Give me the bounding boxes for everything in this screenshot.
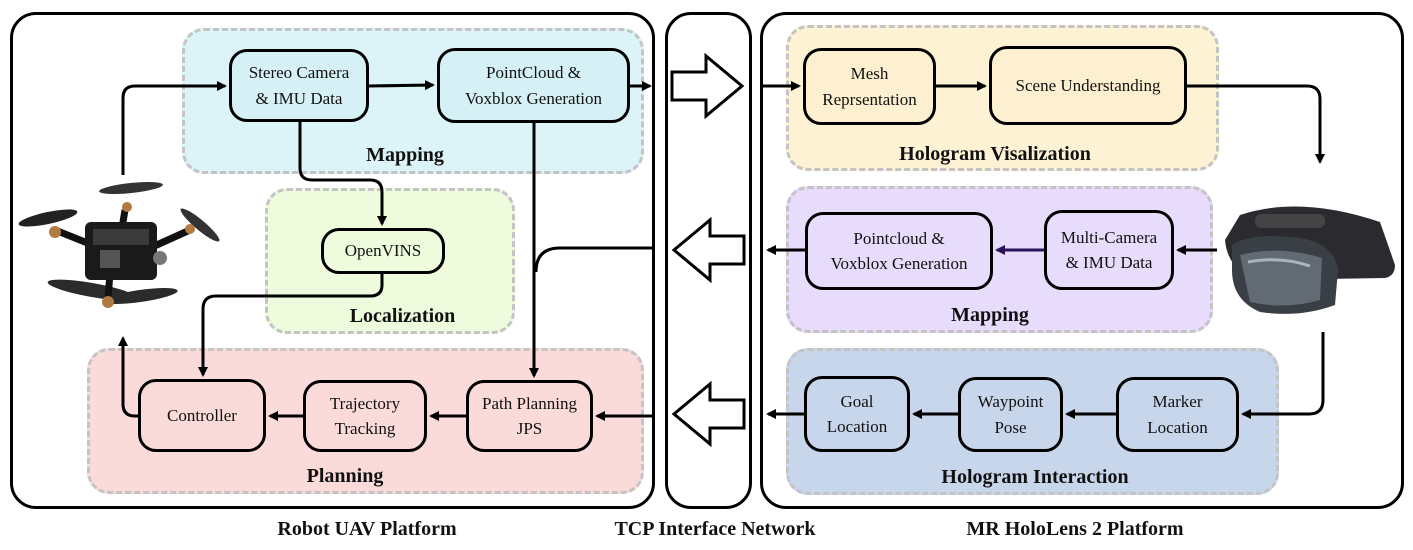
tcp-left-hollow-arrow-upper — [671, 216, 746, 284]
hololens-headset-icon — [1225, 206, 1395, 314]
waypoint-pose-node: Waypoint Pose — [958, 377, 1063, 452]
trajectory-tracking-node: Trajectory Tracking — [303, 380, 427, 452]
robot-platform-frame — [10, 12, 655, 509]
robot-platform-label: Robot UAV Platform — [277, 518, 457, 540]
controller-to-drone-arrow — [118, 336, 138, 418]
multi-camera-node: Multi-Camera & IMU Data — [1044, 210, 1174, 290]
robot-mapping-label: Mapping — [366, 144, 444, 166]
drone-to-stereo-arrow — [121, 81, 227, 175]
scene-to-headset-arrow — [1187, 84, 1325, 164]
hologram-visualization-label: Hologram Visalization — [899, 143, 1091, 165]
stereo-camera-node: Stereo Camera & IMU Data — [229, 49, 369, 122]
goal-location-node: Goal Location — [804, 376, 910, 452]
tcp-to-planning-curve — [534, 246, 652, 273]
tcp-interface-label: TCP Interface Network — [614, 518, 816, 540]
tcp-right-hollow-arrow — [670, 52, 745, 120]
holo-pointcloud-node: Pointcloud & Voxblox Generation — [805, 212, 993, 290]
hololens-platform-label: MR HoloLens 2 Platform — [966, 518, 1184, 540]
hololens-platform-frame — [760, 12, 1404, 509]
openvins-node: OpenVINS — [321, 228, 445, 274]
planning-label: Planning — [306, 465, 384, 487]
tcp-left-hollow-arrow-lower — [671, 380, 746, 448]
holo-mapping-label: Mapping — [951, 304, 1029, 326]
tcp-interface-frame — [665, 12, 752, 509]
marker-location-node: Marker Location — [1116, 377, 1239, 452]
headset-to-marker-arrow — [1241, 332, 1325, 419]
mesh-representation-node: Mesh Reprsentation — [803, 48, 936, 125]
stereo-to-pointcloud-arrow — [368, 80, 435, 91]
stereo-to-openvins-arrow — [298, 122, 387, 226]
localization-label: Localization — [349, 305, 456, 327]
drone-icon — [18, 182, 220, 308]
hologram-interaction-label: Hologram Interaction — [941, 466, 1129, 488]
openvins-to-controller-arrow — [198, 274, 384, 377]
pointcloud-voxblox-node: PointCloud & Voxblox Generation — [437, 48, 630, 123]
scene-understanding-node: Scene Understanding — [989, 46, 1187, 125]
path-planning-node: Path Planning JPS — [466, 380, 593, 452]
controller-node: Controller — [138, 379, 266, 452]
